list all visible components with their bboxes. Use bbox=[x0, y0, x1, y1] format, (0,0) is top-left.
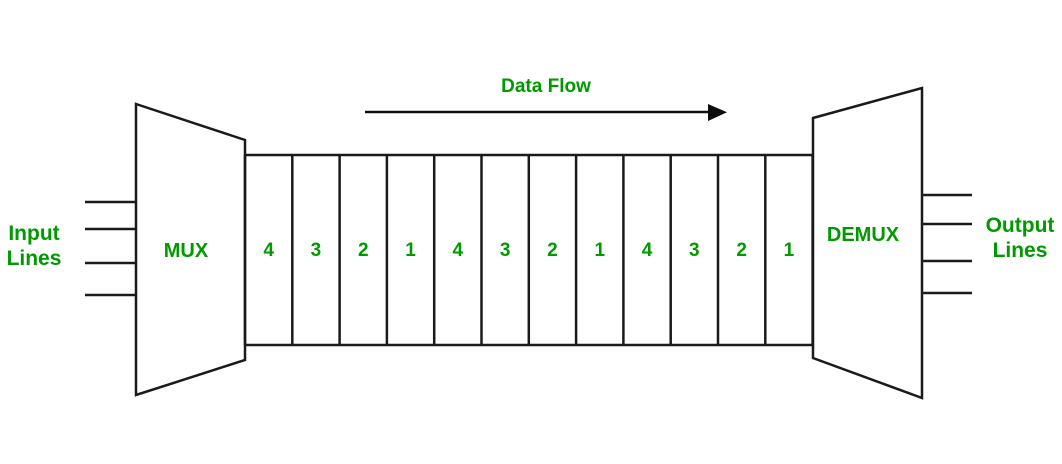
frame-number-10: 3 bbox=[689, 240, 700, 261]
demux-label: DEMUX bbox=[826, 224, 900, 246]
mux-block-shape[interactable] bbox=[134, 102, 247, 397]
mux-label: MUX bbox=[163, 240, 209, 262]
input-lines-label: Input Lines bbox=[2, 222, 66, 272]
data-flow-label: Data Flow bbox=[501, 76, 591, 97]
frame-number-8: 1 bbox=[594, 240, 606, 261]
frame-number-6: 3 bbox=[499, 240, 511, 261]
input-lines-label-line2: Lines bbox=[6, 246, 62, 270]
input-lines-group bbox=[85, 200, 137, 297]
channel-frame-dividers bbox=[243, 155, 814, 345]
arrow-right-icon bbox=[365, 104, 727, 121]
frame-number-3: 2 bbox=[357, 240, 369, 261]
frame-number-4: 1 bbox=[405, 240, 416, 261]
frame-number-5: 4 bbox=[452, 240, 464, 261]
output-lines-label-line1: Output bbox=[985, 214, 1055, 237]
frame-number-1: 4 bbox=[263, 240, 274, 261]
frame-number-12: 1 bbox=[783, 240, 795, 261]
demux-block-shape[interactable] bbox=[811, 86, 924, 400]
frame-number-9: 4 bbox=[641, 240, 653, 261]
output-lines-group bbox=[921, 193, 972, 295]
frame-number-11: 2 bbox=[736, 240, 747, 261]
output-lines-label-line2: Lines bbox=[992, 238, 1048, 262]
input-lines-label-line1: Input bbox=[8, 222, 60, 245]
frame-number-2: 3 bbox=[310, 240, 322, 261]
output-lines-label: Output Lines bbox=[980, 214, 1060, 264]
frame-number-7: 2 bbox=[547, 240, 558, 261]
